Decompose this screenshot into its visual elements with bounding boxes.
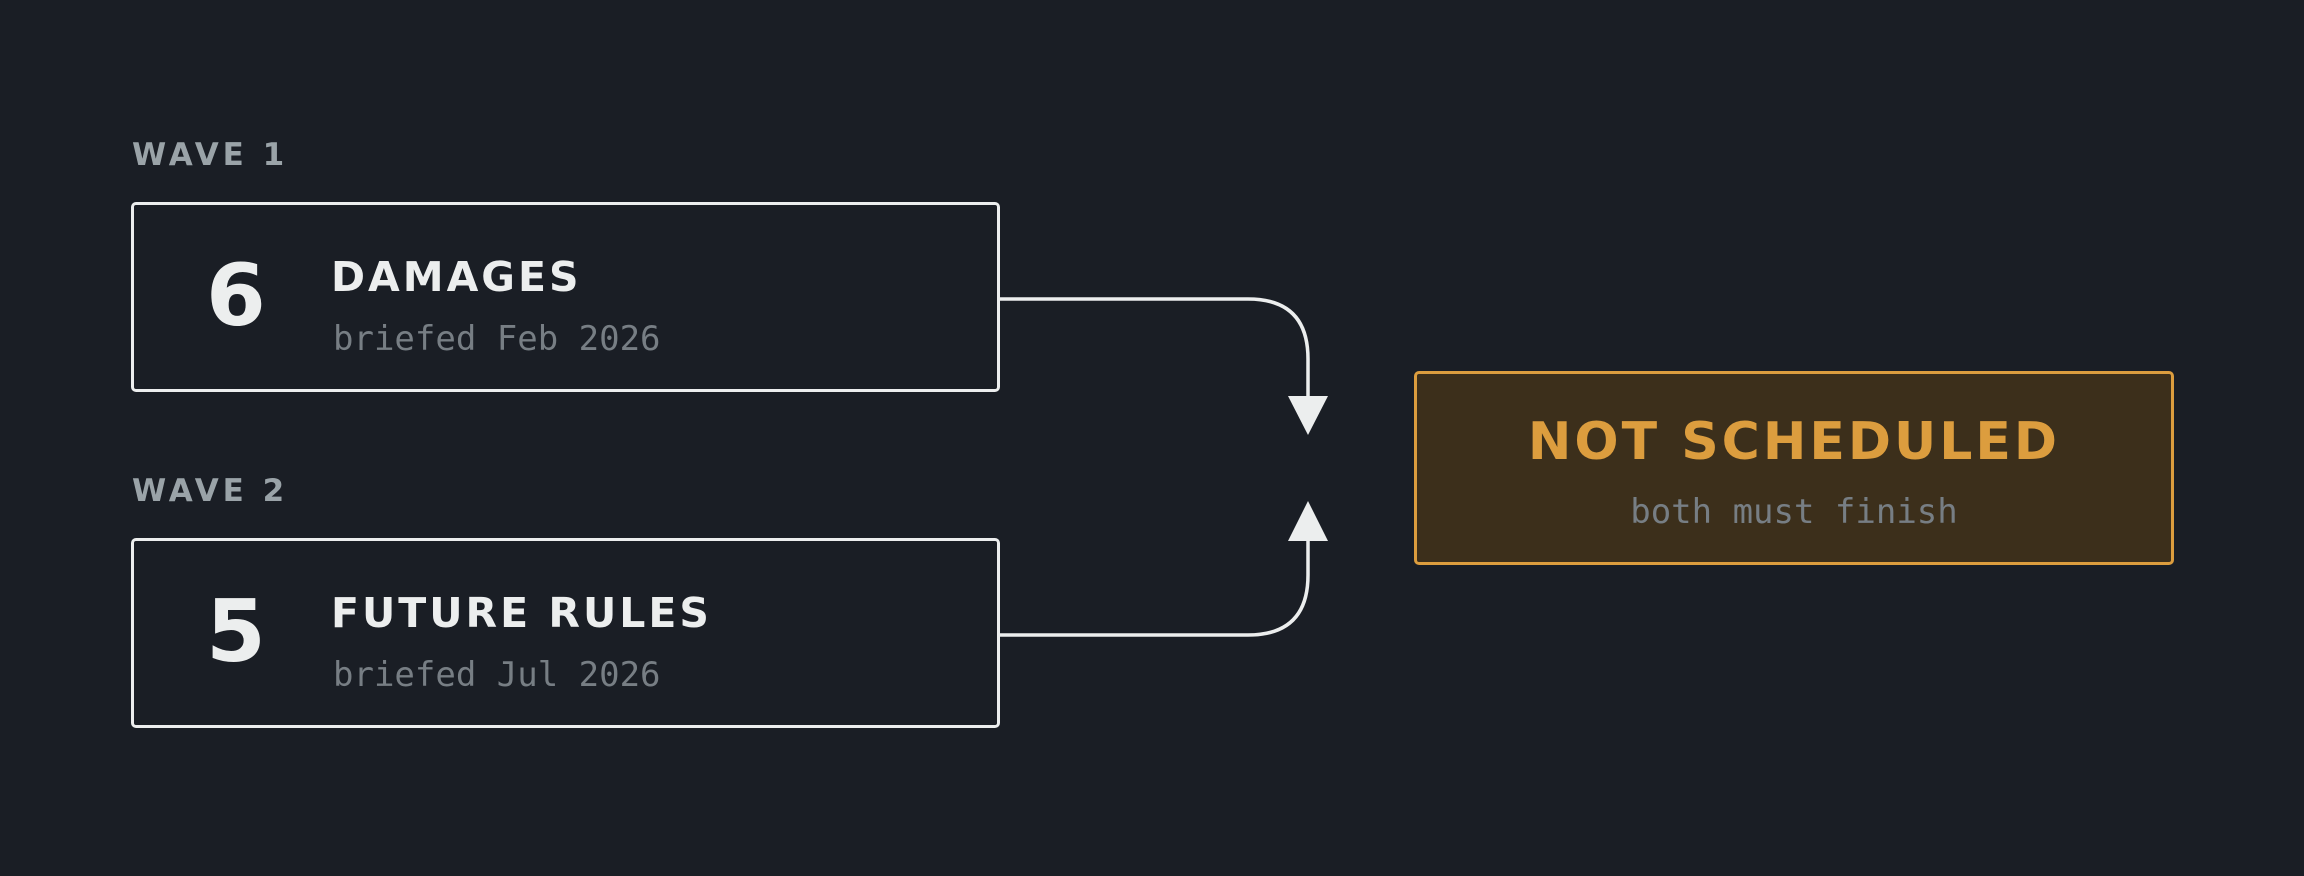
wave-2-briefed-date: briefed Jul 2026 [333,655,661,695]
result-note: both must finish [1630,492,1958,532]
wave-1-label: WAVE 1 [132,137,289,173]
wave-1-name: DAMAGES [331,253,582,301]
wave-1-connector [1000,297,1310,400]
wave-2-name: FUTURE RULES [331,589,712,637]
wave-1-count: 6 [206,246,266,346]
wave-2-label: WAVE 2 [132,473,289,509]
wave-2-connector [1000,536,1310,637]
wave-1-briefed-date: briefed Feb 2026 [333,319,661,359]
wave-1-box: 6 DAMAGES briefed Feb 2026 [131,202,1000,392]
wave-2-box: 5 FUTURE RULES briefed Jul 2026 [131,538,1000,728]
wave-1-arrowhead [1288,396,1328,435]
result-box: NOT SCHEDULED both must finish [1414,371,2174,565]
result-title: NOT SCHEDULED [1527,412,2061,472]
wave-2-arrowhead [1288,501,1328,541]
wave-2-count: 5 [206,582,266,682]
